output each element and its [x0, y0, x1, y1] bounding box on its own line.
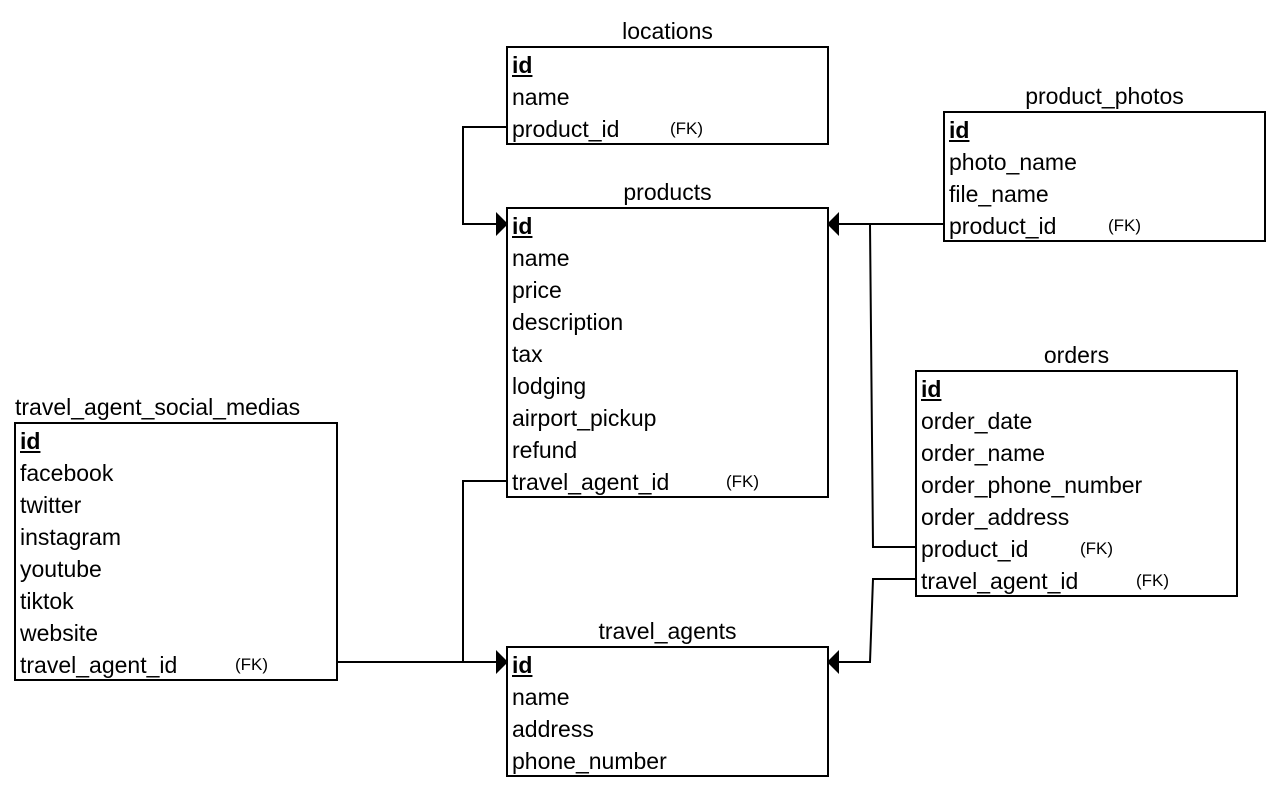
field: name	[512, 684, 570, 710]
field: travel_agent_id	[921, 568, 1079, 594]
field-pk: id	[512, 652, 533, 678]
field: product_id	[949, 213, 1057, 239]
field: product_id	[512, 116, 620, 142]
field-pk: id	[20, 428, 41, 454]
table-product-photos[interactable]: product_photos id photo_name file_name p…	[943, 83, 1266, 242]
arrowhead-products-right	[827, 212, 839, 236]
table-box: id name product_id (FK)	[506, 46, 829, 145]
field: airport_pickup	[512, 405, 657, 431]
fk-marker: (FK)	[235, 655, 269, 674]
fk-marker: (FK)	[1136, 571, 1170, 590]
field-pk: id	[512, 213, 533, 239]
arrowhead-travel-agents-right	[827, 650, 839, 674]
field: travel_agent_id	[20, 652, 178, 678]
field-fk-row: travel_agent_id (FK)	[508, 466, 827, 498]
table-title: travel_agent_social_medias	[15, 394, 301, 420]
field: facebook	[20, 460, 114, 486]
field: youtube	[20, 556, 102, 582]
field-fk-row: travel_agent_id (FK)	[917, 565, 1236, 597]
field: order_phone_number	[921, 472, 1143, 498]
table-title: product_photos	[1025, 83, 1184, 109]
table-orders[interactable]: orders id order_date order_name order_ph…	[915, 342, 1238, 597]
table-box: id facebook twitter instagram youtube ti…	[14, 422, 338, 681]
field: order_date	[921, 408, 1033, 434]
field-pk: id	[921, 376, 942, 402]
table-title: travel_agents	[598, 618, 737, 644]
field: phone_number	[512, 748, 667, 774]
field: order_name	[921, 440, 1046, 466]
field: travel_agent_id	[512, 469, 670, 495]
field: name	[512, 245, 570, 271]
connector-locations-products	[462, 126, 507, 225]
field: name	[512, 84, 570, 110]
field: twitter	[20, 492, 82, 518]
table-title: products	[623, 179, 712, 205]
field: tax	[512, 341, 543, 367]
table-box: id order_date order_name order_phone_num…	[915, 370, 1238, 597]
arrowhead-products-left	[496, 212, 508, 236]
table-title: locations	[622, 18, 713, 44]
table-box: id photo_name file_name product_id (FK)	[943, 111, 1266, 242]
field-fk-row: product_id (FK)	[917, 533, 1236, 565]
field: website	[20, 620, 98, 646]
fk-marker: (FK)	[670, 119, 704, 138]
fk-marker: (FK)	[726, 472, 760, 491]
table-title: orders	[1043, 342, 1110, 368]
table-travel-agents[interactable]: travel_agents id name address phone_numb…	[506, 618, 829, 777]
arrowhead-travel-agents-left	[496, 650, 508, 674]
field-fk-row: product_id (FK)	[508, 113, 827, 145]
table-travel-agent-social-medias[interactable]: travel_agent_social_medias id facebook t…	[14, 394, 338, 681]
field-fk-row: travel_agent_id (FK)	[16, 649, 336, 681]
connector-orders-travel-agents	[838, 578, 916, 663]
field-pk: id	[512, 52, 533, 78]
table-locations[interactable]: locations id name product_id (FK)	[506, 18, 829, 145]
field: product_id	[921, 536, 1029, 562]
field: description	[512, 309, 624, 335]
field: tiktok	[20, 588, 74, 614]
field: address	[512, 716, 594, 742]
field: order_address	[921, 504, 1070, 530]
field: photo_name	[949, 149, 1077, 175]
connector-orders-products	[869, 223, 916, 548]
table-box: id name address phone_number	[506, 646, 829, 777]
table-products[interactable]: products id name price description tax l…	[506, 179, 829, 498]
field: lodging	[512, 373, 587, 399]
field: price	[512, 277, 562, 303]
fk-marker: (FK)	[1108, 216, 1142, 235]
field: refund	[512, 437, 578, 463]
table-box: id name price description tax lodging ai…	[506, 207, 829, 498]
field: instagram	[20, 524, 121, 550]
field: file_name	[949, 181, 1049, 207]
fk-marker: (FK)	[1080, 539, 1114, 558]
field-fk-row: product_id (FK)	[945, 210, 1264, 242]
field-pk: id	[949, 117, 970, 143]
